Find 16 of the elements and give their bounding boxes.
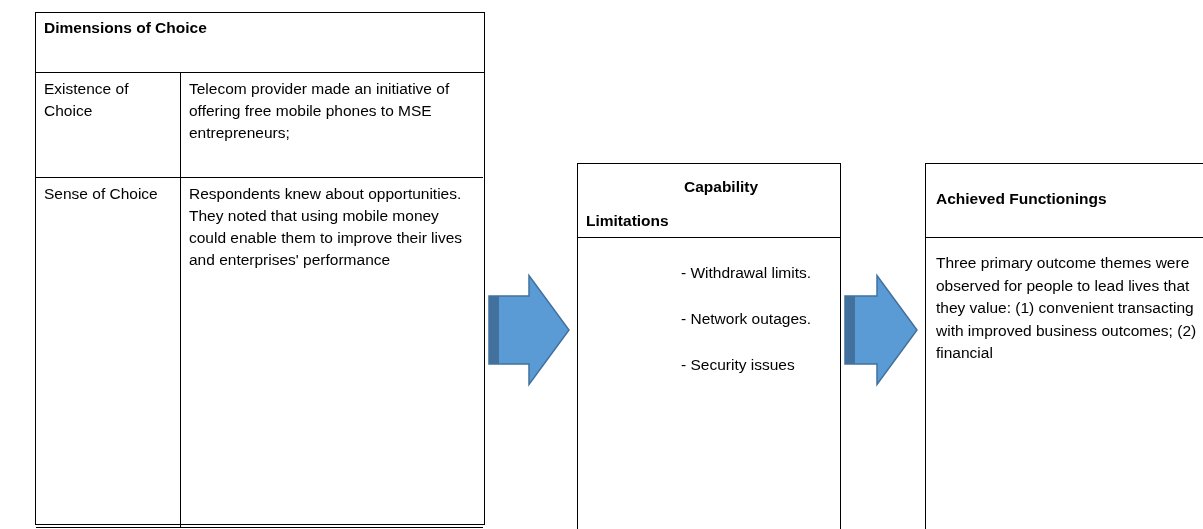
- block-arrow: [488, 273, 570, 387]
- table-frame: [35, 12, 485, 525]
- box-heading: Achieved Functionings: [936, 190, 1108, 208]
- text-box: [925, 163, 1203, 529]
- table-cell: Existence of Choice: [36, 73, 181, 178]
- table-heading: Dimensions of Choice: [44, 19, 207, 36]
- block-arrow: [844, 273, 918, 387]
- table-cell: Telecom provider made an initiative of offering free mobile phones to MSE entrepreneurs;: [181, 73, 483, 178]
- table-cell: Sense of Choice: [36, 178, 181, 528]
- text-box: [577, 163, 841, 529]
- box-heading: Capability Limitations: [586, 177, 760, 231]
- list-item: - Security issues: [680, 355, 796, 375]
- body-text: Three primary outcome themes were observed for people to lead lives that they value: (1) convenient transacting with improved business outcomes; (2) financial: [936, 253, 1198, 363]
- table-cell: Respondents knew about opportunities. They noted that using mobile money could enable them to improve their lives and enterprises' performance: [181, 178, 483, 528]
- list-item: - Network outages.: [680, 309, 813, 329]
- list-item: - Withdrawal limits.: [680, 263, 813, 283]
